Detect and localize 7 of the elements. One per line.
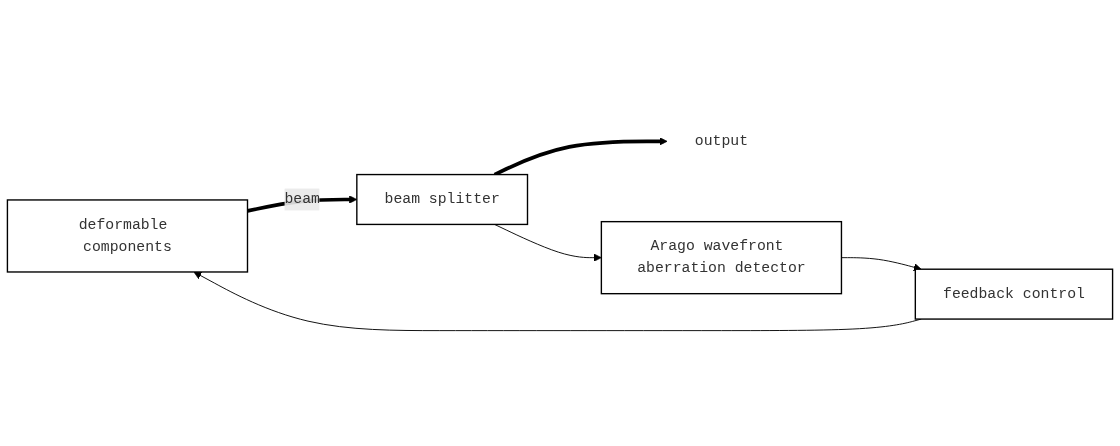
node-box: beam splitter: [356, 173, 529, 225]
node-box: feedback control: [914, 268, 1114, 320]
node-box: deformable components: [6, 198, 249, 273]
node-box: Arago wavefront aberration detector: [600, 220, 843, 294]
node-text: output: [694, 132, 749, 150]
edge-label: beam: [284, 190, 320, 208]
arrow: [493, 136, 668, 176]
